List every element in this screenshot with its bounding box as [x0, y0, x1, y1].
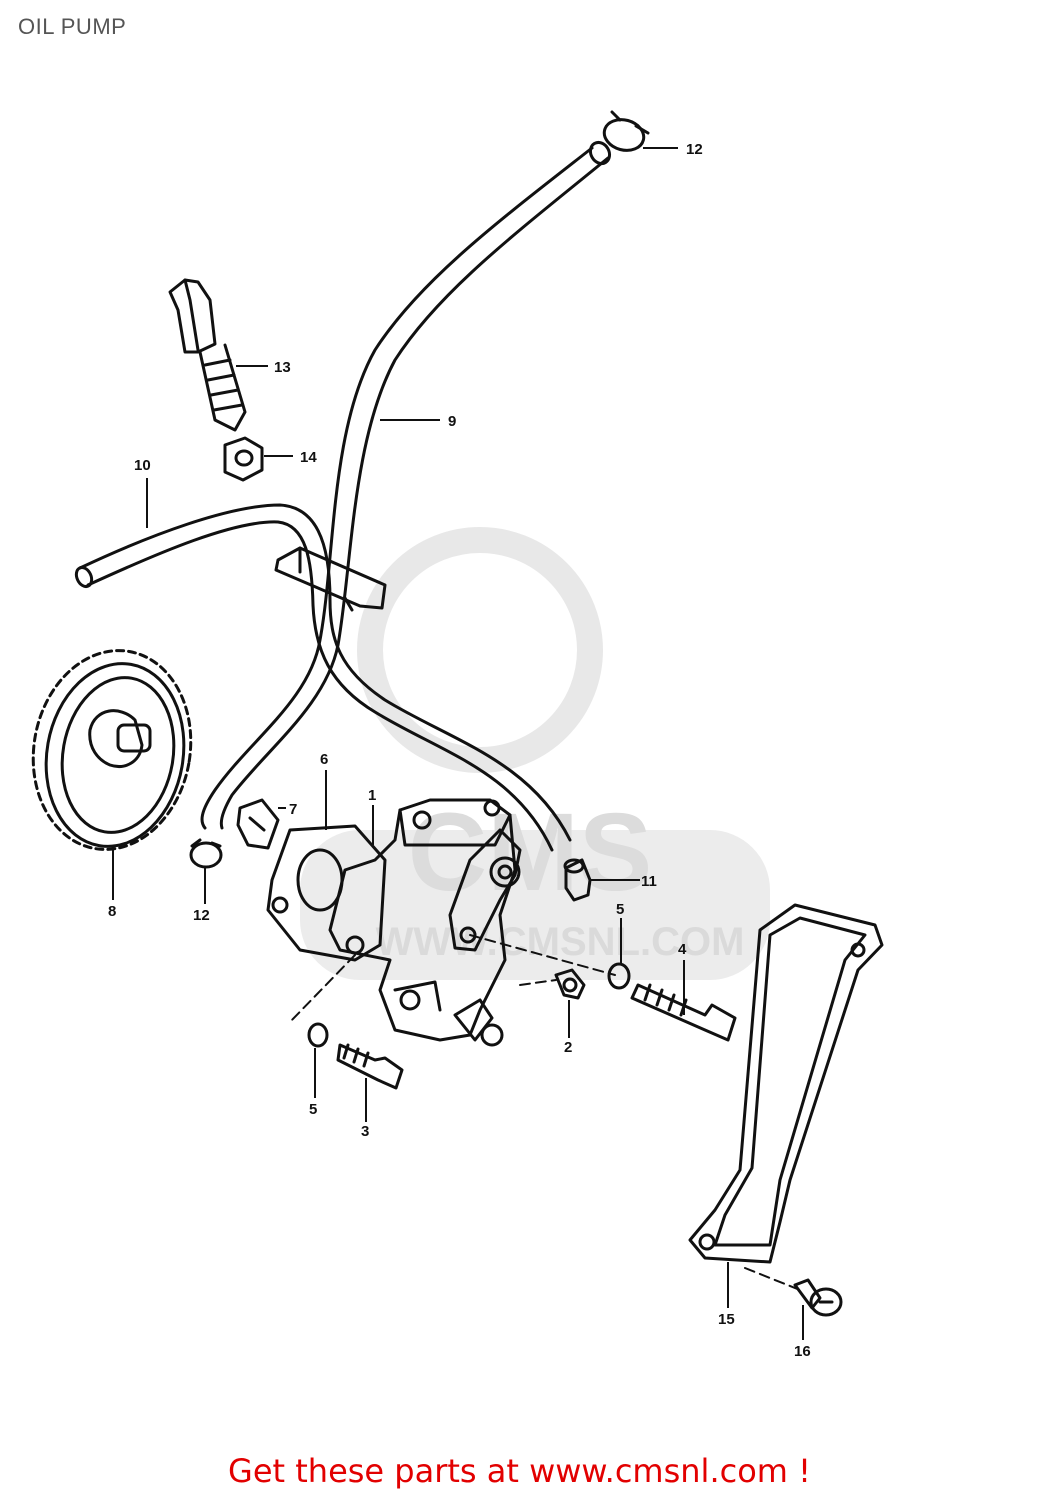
- part-9-oil-hose: [200, 140, 612, 830]
- callout-7: 7: [289, 801, 297, 818]
- callout-12-bottom: 12: [193, 907, 210, 924]
- diagram-title: OIL PUMP: [18, 14, 127, 39]
- callout-5-right: 5: [616, 901, 624, 918]
- part-7-clip: [236, 798, 280, 850]
- part-5-washer-right: [607, 962, 631, 990]
- callout-8: 8: [108, 903, 116, 920]
- callout-5-left: 5: [309, 1101, 317, 1118]
- part-10-oil-hose: [74, 503, 572, 852]
- watermark: CMS WWW.CMSNL.COM: [300, 527, 770, 980]
- callout-1: 1: [368, 787, 376, 804]
- hose-bracket: [274, 546, 387, 612]
- part-4-screw: [630, 983, 737, 1042]
- callout-4: 4: [678, 941, 687, 958]
- part-12-hose-clamp-top: [602, 110, 650, 152]
- callout-2: 2: [564, 1039, 572, 1056]
- callout-12-top: 12: [686, 141, 703, 158]
- part-14-nut: [223, 436, 264, 482]
- leader-lines: [112, 147, 804, 1340]
- part-16-bolt: [793, 1278, 843, 1317]
- part-5-washer-left: [307, 1022, 329, 1048]
- callout-15: 15: [718, 1311, 735, 1328]
- callout-10: 10: [134, 457, 151, 474]
- callout-11: 11: [641, 873, 657, 890]
- part-3-screw: [336, 1043, 404, 1090]
- callout-6: 6: [320, 751, 328, 768]
- footer-parts-link[interactable]: Get these parts at www.cmsnl.com !: [228, 1452, 811, 1490]
- callout-labels: 12 13 9 14 10 6 1 7 11 8 12 5 4 2 5 3 15…: [108, 141, 811, 1360]
- part-2-plug: [554, 968, 586, 1000]
- callout-3: 3: [361, 1123, 369, 1140]
- watermark-logo-text: CMS: [408, 791, 652, 914]
- callout-16: 16: [794, 1343, 811, 1360]
- callout-13: 13: [274, 359, 291, 376]
- alignment-lines: [289, 934, 801, 1291]
- part-13-adjust-bolt: [168, 278, 247, 432]
- part-1-oil-pump: [328, 798, 522, 1047]
- watermark-url-text: WWW.CMSNL.COM: [376, 920, 745, 964]
- part-15-cover-gasket: [688, 903, 884, 1264]
- part-12-hose-clamp-bottom: [189, 838, 223, 869]
- callout-14: 14: [300, 449, 317, 466]
- part-8-pump-drive-gear: [31, 649, 193, 851]
- part-11-cap: [563, 858, 592, 902]
- callout-9: 9: [448, 413, 456, 430]
